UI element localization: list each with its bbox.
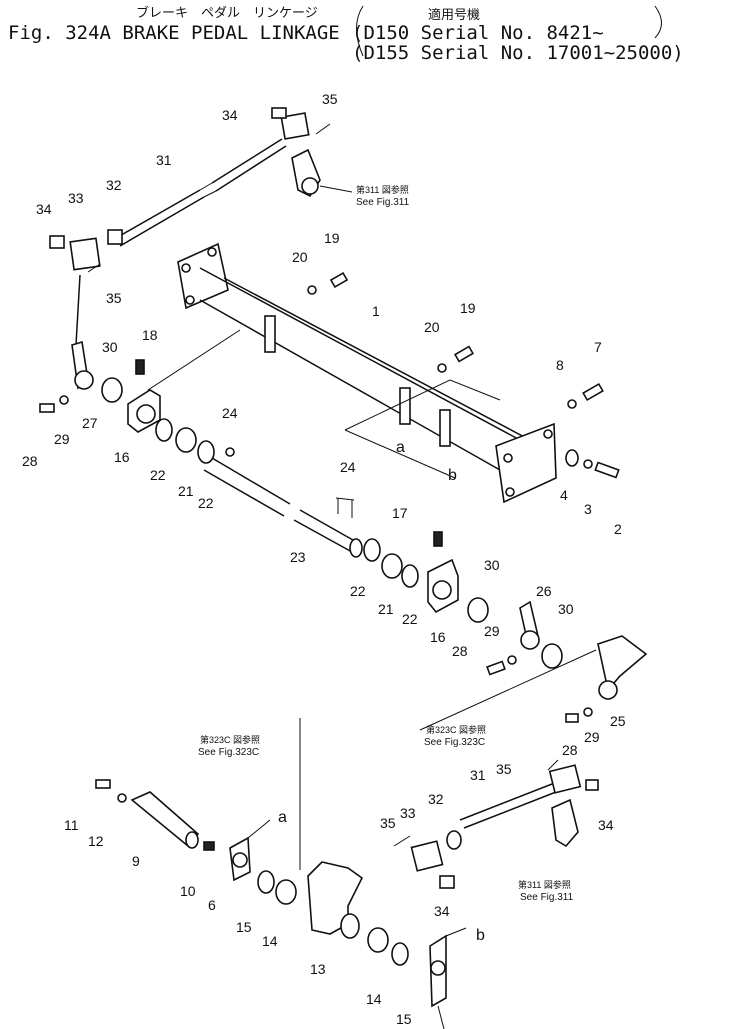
pin-shaft-23 [203, 447, 363, 558]
part-number-label: 10 [180, 883, 196, 899]
ref-jp-323c-right: 第323C 図参照 [426, 724, 486, 735]
ref-see-323c-right: See Fig.323C [424, 737, 485, 748]
cross-shaft-1 [177, 242, 557, 504]
part-number-label: 7 [594, 339, 602, 355]
part-number-label: 29 [584, 729, 600, 745]
part-number-label: 19 [324, 230, 340, 246]
part-number-label: 21 [178, 483, 194, 499]
part-number-label: 28 [452, 643, 468, 659]
part-number-label: 30 [558, 601, 574, 617]
lower-left-pedal-assembly [95, 718, 467, 1029]
part-number-label: 20 [424, 319, 440, 335]
part-number-label: 34 [598, 817, 614, 833]
part-number-label: 4 [560, 487, 568, 503]
part-number-label: 6 [208, 897, 216, 913]
part-number-label: 34 [434, 903, 450, 919]
upper-rod-assembly [49, 107, 353, 273]
part-number-label: 15 [236, 919, 252, 935]
part-number-label: 1 [372, 303, 380, 319]
part-labels: 34 35 31 32 33 34 35 19 20 1 20 19 8 7 3… [22, 91, 626, 1027]
part-number-label: 32 [106, 177, 122, 193]
part-number-label: 16 [114, 449, 130, 465]
right-hardware [307, 271, 620, 479]
part-detail-a-label: a [396, 439, 405, 456]
ref-see-311-bottom: See Fig.311 [520, 892, 574, 903]
part-number-label: 15 [396, 1011, 412, 1027]
part-number-label: 35 [322, 91, 338, 107]
part-detail-b-label: b [448, 467, 457, 484]
part-number-label: 29 [484, 623, 500, 639]
applicable-models-label: 適用号機 [428, 8, 481, 23]
part-number-label: 28 [22, 453, 38, 469]
part-number-label: 3 [584, 501, 592, 517]
reference-notes: 第311 図参照 See Fig.311 第323C 図参照 See Fig.3… [198, 184, 574, 903]
serial-range-d150: (D150 Serial No. 8421~ [352, 22, 604, 44]
part-number-label: 18 [142, 327, 158, 343]
part-number-label: 34 [36, 201, 52, 217]
figure-title: Fig. 324A BRAKE PEDAL LINKAGE [8, 22, 340, 44]
part-number-label: 29 [54, 431, 70, 447]
part-number-label: 17 [392, 505, 408, 521]
part-number-label: 22 [350, 583, 366, 599]
part-number-label: 31 [156, 152, 172, 168]
part-number-label: 19 [460, 300, 476, 316]
part-detail-a-label: a [278, 809, 287, 826]
part-number-label: 35 [106, 290, 122, 306]
part-number-label: 2 [614, 521, 622, 537]
part-number-label: 22 [402, 611, 418, 627]
part-number-label: 27 [82, 415, 98, 431]
part-number-label: 33 [400, 805, 416, 821]
part-number-label: 35 [380, 815, 396, 831]
part-number-label: 11 [64, 817, 79, 833]
ref-jp-311-top: 第311 図参照 [356, 184, 409, 195]
part-number-label: 14 [366, 991, 382, 1007]
right-bracket-parts [363, 531, 563, 676]
part-number-label: 9 [132, 853, 140, 869]
part-number-label: 16 [430, 629, 446, 645]
part-number-label: 28 [562, 742, 578, 758]
ref-see-311-top: See Fig.311 [356, 197, 410, 208]
serial-range-d155: (D155 Serial No. 17001~25000) [352, 42, 684, 64]
part-number-label: 33 [68, 190, 84, 206]
left-bracket-parts [39, 274, 241, 464]
part-number-label: 30 [484, 557, 500, 573]
part-number-label: 34 [222, 107, 238, 123]
ref-jp-311-bottom: 第311 図参照 [518, 879, 571, 890]
part-number-label: 12 [88, 833, 104, 849]
part-number-label: 20 [292, 249, 308, 265]
part-number-label: 30 [102, 339, 118, 355]
part-number-label: 13 [310, 961, 326, 977]
part-number-label: 8 [556, 357, 564, 373]
part-number-label: 35 [496, 761, 512, 777]
part-number-label: 25 [610, 713, 626, 729]
ref-jp-323c-left: 第323C 図参照 [200, 734, 260, 745]
part-number-label: 22 [198, 495, 214, 511]
part-number-label: 24 [340, 459, 356, 475]
lower-right-rod-assembly [393, 635, 648, 889]
part-number-label: 21 [378, 601, 394, 617]
part-detail-b-label: b [476, 927, 485, 944]
part-number-label: 14 [262, 933, 278, 949]
part-number-label: 31 [470, 767, 486, 783]
part-number-label: 26 [536, 583, 552, 599]
part-number-label: 22 [150, 467, 166, 483]
part-number-label: 32 [428, 791, 444, 807]
japanese-title: ブレーキ ペダル リンケージ [136, 6, 318, 21]
part-number-label: 24 [222, 405, 238, 421]
ref-see-323c-left: See Fig.323C [198, 747, 259, 758]
part-number-label: 23 [290, 549, 306, 565]
